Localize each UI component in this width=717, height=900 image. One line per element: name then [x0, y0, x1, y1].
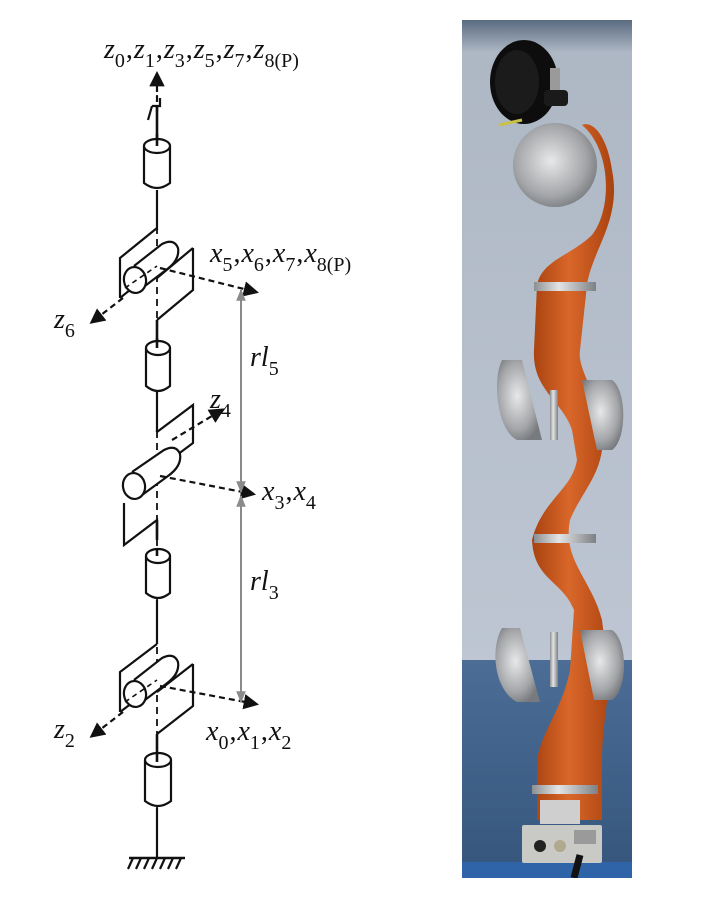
ground-hatch-icon: [126, 856, 185, 870]
x5-arrow: [159, 266, 259, 297]
label-rl5: rl5: [250, 342, 279, 380]
label-top-z-axes: z0,z1,z3,z5,z7,z8(P): [104, 34, 299, 72]
shoulder-joint-right: [580, 630, 624, 700]
joint-2-cylinder: [118, 643, 195, 752]
z2-arrow: [89, 711, 124, 738]
metal-band: [534, 534, 596, 543]
robot-arm-photo: [462, 20, 632, 878]
wrist-sphere-joint: [513, 123, 597, 207]
joint-4-cylinder: [121, 402, 195, 548]
robot-base-plate: [522, 800, 602, 878]
label-z6: z6: [54, 304, 75, 342]
joint-1-cylinder: [143, 751, 173, 808]
joint-3-cylinder: [144, 547, 172, 600]
gripper-icon: [490, 40, 568, 127]
label-z2: z2: [54, 714, 75, 752]
x3-arrow: [159, 474, 257, 500]
metal-band: [532, 785, 598, 794]
z6-arrow: [89, 297, 124, 324]
label-elbow-x-axes: x3,x4: [262, 476, 316, 514]
kinematic-diagram: z0,z1,z3,z5,z7,z8(P) x5,x6,x7,x8(P) z6 r…: [54, 34, 352, 870]
elbow-joint-left: [497, 360, 542, 440]
metal-band: [534, 282, 596, 291]
label-z4: z4: [210, 384, 231, 422]
kinematic-drawing: [89, 70, 260, 870]
elbow-joint-right: [582, 380, 624, 450]
tool-flange-icon: [146, 98, 162, 121]
robot-arm-illustration: [462, 20, 632, 878]
label-base-x-axes: x0,x1,x2: [206, 716, 292, 754]
label-rl3: rl3: [250, 566, 279, 604]
label-wrist-x-axes: x5,x6,x7,x8(P): [210, 238, 352, 276]
joint-5-cylinder: [144, 338, 172, 393]
joint-7-cylinder: [142, 134, 172, 190]
joint-6-cylinder: [118, 227, 195, 340]
shoulder-joint-left: [495, 628, 540, 702]
